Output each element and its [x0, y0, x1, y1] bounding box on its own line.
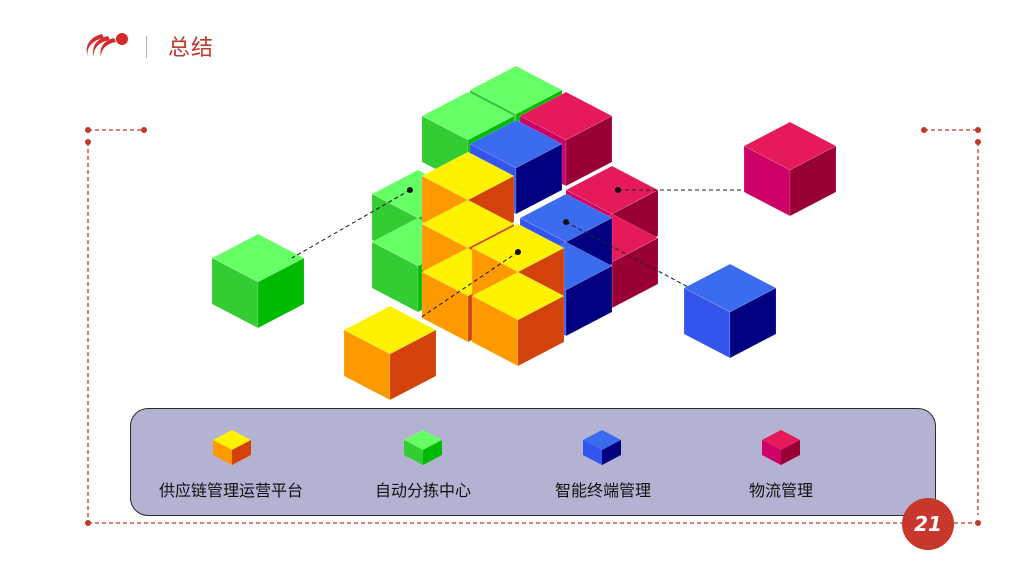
connector-blue	[565, 221, 691, 289]
legend-label: 物流管理	[748, 481, 813, 500]
cube-icon-crimson	[762, 430, 800, 465]
cube-icon-green	[404, 430, 442, 465]
cube-yellow	[471, 271, 565, 367]
floating-cube-blue	[683, 263, 777, 359]
legend-label: 供应链管理运营平台	[158, 481, 303, 500]
page-title: 总结	[168, 36, 215, 61]
page-number-badge: 21	[902, 498, 954, 550]
connector-dot	[515, 249, 521, 255]
floating-cube-yellow	[343, 305, 437, 401]
legend-label: 自动分拣中心	[374, 481, 471, 500]
cube-icon-yellow	[213, 430, 251, 465]
connector-dot	[563, 219, 569, 225]
connector-dot	[615, 187, 621, 193]
legend-label: 智能终端管理	[554, 481, 651, 500]
cube-icon-blue	[583, 430, 621, 465]
floating-cube-green	[211, 233, 305, 329]
connector-green	[291, 189, 411, 259]
legend-panel: 供应链管理运营平台 自动分拣中心 智能终端管理 物流管理	[130, 408, 936, 516]
header-divider	[146, 36, 147, 58]
legend-item-terminal-management: 智能终端管理	[523, 409, 683, 517]
legend-item-sorting-center: 自动分拣中心	[343, 409, 503, 517]
company-logo	[86, 33, 128, 57]
floating-cube-crimson	[743, 121, 837, 217]
legend-item-supply-chain: 供应链管理运营平台	[141, 409, 321, 517]
legend-item-logistics: 物流管理	[711, 409, 851, 517]
connector-yellow	[419, 251, 519, 319]
connector-dot	[407, 187, 413, 193]
